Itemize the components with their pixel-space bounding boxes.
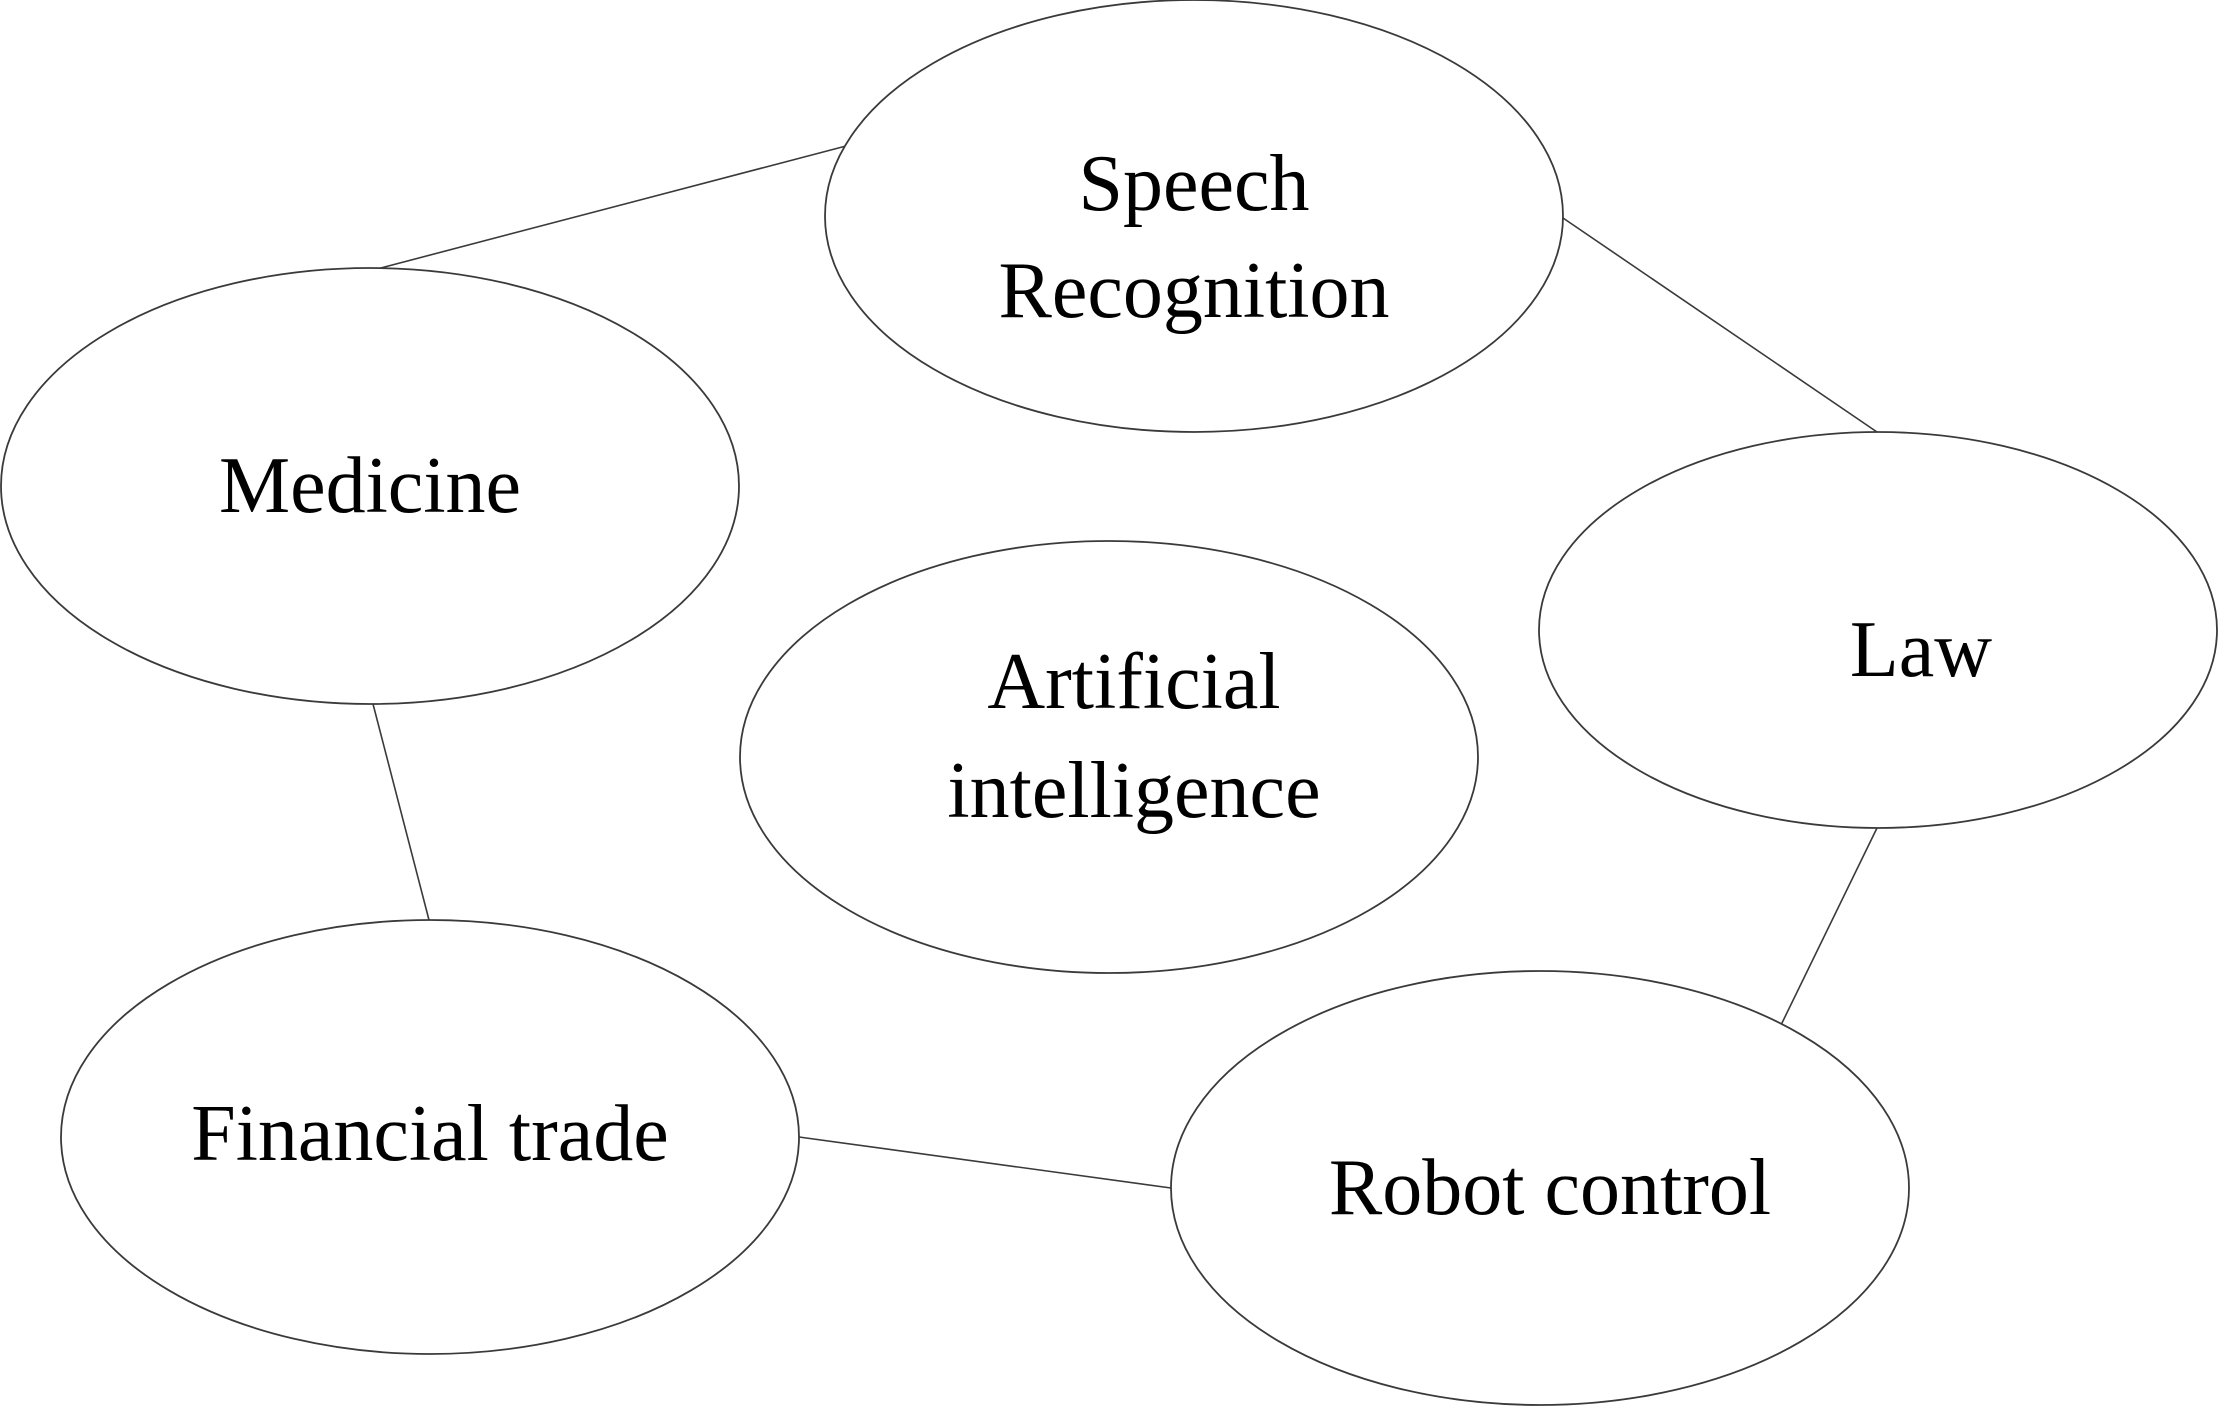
- node-speech-label-line1: Speech: [1078, 140, 1309, 228]
- node-robot-control: Robot control: [1170, 970, 1910, 1406]
- edge-medicine-speech: [372, 145, 847, 271]
- connectors: [372, 145, 1878, 1189]
- node-law-ellipse: [1538, 431, 2218, 829]
- node-medicine: Medicine: [0, 267, 740, 705]
- edge-financial-medicine: [372, 703, 430, 921]
- node-speech-ellipse: [824, 0, 1564, 433]
- node-robot-label: Robot control: [1329, 1144, 1771, 1232]
- node-medicine-ellipse: [0, 267, 740, 705]
- node-ai-ellipse: [739, 540, 1479, 974]
- node-law-label: Law: [1850, 606, 1992, 694]
- node-speech-label-line2: Recognition: [998, 247, 1389, 335]
- edge-robot-financial: [798, 1136, 1172, 1189]
- node-artificial-intelligence: Artificial intelligence: [739, 540, 1479, 974]
- node-financial-trade: Financial trade: [60, 919, 800, 1355]
- edge-law-robot: [1780, 827, 1878, 1026]
- node-ai-label-line1: Artificial: [987, 638, 1280, 726]
- node-medicine-label: Medicine: [219, 442, 521, 530]
- node-ai-label-line2: intelligence: [947, 747, 1320, 835]
- node-speech-recognition: Speech Recognition: [824, 0, 1564, 433]
- node-financial-label: Financial trade: [191, 1090, 669, 1178]
- edge-speech-law: [1562, 217, 1878, 433]
- node-robot-ellipse: [1170, 970, 1910, 1406]
- node-law: Law: [1538, 431, 2218, 829]
- node-financial-ellipse: [60, 919, 800, 1355]
